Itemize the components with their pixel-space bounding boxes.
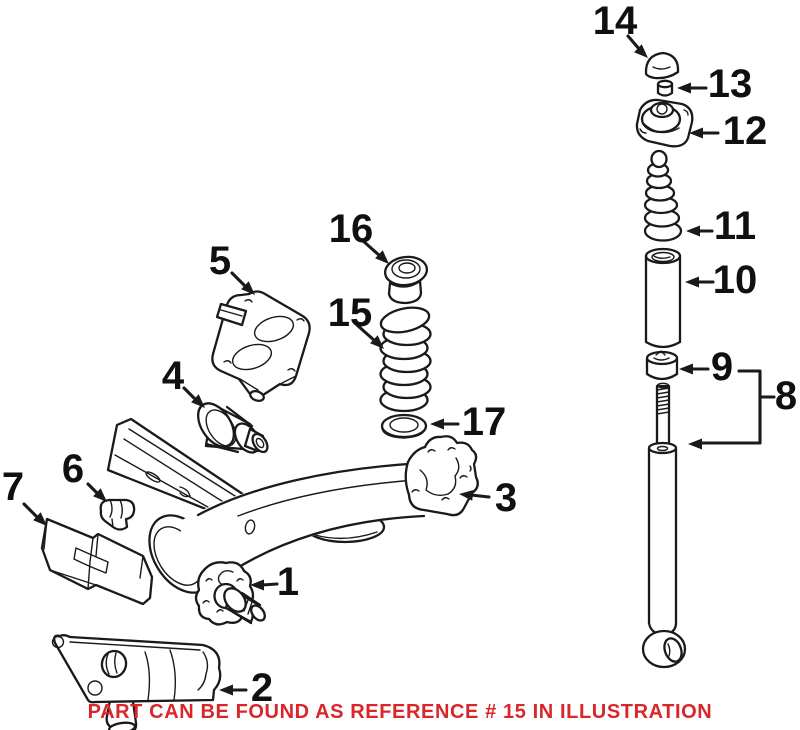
callout-arrow-5 [230, 271, 255, 295]
part-wheel-hub-stub-axle-illustration [194, 561, 266, 626]
callout-arrow-1 [250, 579, 279, 591]
part-shock-bushing-illustration [645, 350, 679, 381]
callout-arrow-2 [219, 684, 248, 696]
callout-label-11: 11 [713, 204, 757, 248]
callout-arrow-15 [355, 323, 384, 349]
callout-label-7: 7 [1, 465, 25, 509]
callout-label-10: 10 [712, 258, 758, 302]
callout-arrow-17 [430, 418, 460, 430]
callout-arrow-13 [677, 82, 708, 94]
callout-arrow-9 [679, 363, 710, 375]
part-dust-sleeve-illustration [644, 247, 682, 349]
callout-arrow-14 [626, 34, 648, 58]
part-retainer-clip-illustration [99, 498, 136, 531]
callout-label-8: 8 [774, 374, 798, 418]
callout-label-6: 6 [61, 447, 85, 491]
callout-label-17: 17 [461, 400, 507, 444]
part-bushing-mount-bracket-illustration [211, 290, 311, 403]
callout-label-3: 3 [494, 476, 518, 520]
callout-arrow-10 [685, 276, 715, 288]
part-trailing-arm-bushing-illustration [196, 402, 269, 454]
part-bump-stop-illustration [643, 149, 683, 242]
part-mount-nut-illustration [656, 79, 674, 97]
callout-arrow-11 [686, 225, 714, 237]
callout-arrow-7 [22, 502, 47, 526]
callout-label-1: 1 [276, 560, 300, 604]
callout-label-5: 5 [208, 239, 232, 283]
callout-label-4: 4 [161, 354, 185, 398]
callout-arrow-3 [459, 490, 491, 501]
part-mounting-block-illustration [40, 517, 154, 606]
part-rear-axle-beam-illustration [106, 417, 479, 594]
part-lower-spring-seat-illustration [380, 413, 428, 439]
part-upper-shock-mount-illustration [635, 98, 694, 148]
callout-label-13: 13 [707, 62, 753, 106]
callout-label-14: 14 [592, 0, 638, 43]
callout-arrow-6 [86, 482, 107, 502]
callout-label-12: 12 [722, 109, 768, 153]
callout-arrow-12 [689, 127, 720, 139]
callout-label-15: 15 [327, 291, 373, 335]
part-upper-spring-seat-illustration [383, 255, 429, 305]
part-splash-shield-illustration [51, 634, 222, 730]
reference-note: PART CAN BE FOUND AS REFERENCE # 15 IN I… [87, 701, 713, 723]
callout-arrow-16 [360, 238, 389, 264]
part-coil-spring-illustration [379, 306, 432, 413]
callout-bracket-8 [688, 369, 776, 450]
part-mount-cap-illustration [644, 51, 680, 80]
callout-arrow-4 [182, 386, 205, 408]
part-shock-absorber-illustration [641, 382, 687, 669]
callout-label-2: 2 [250, 666, 274, 710]
callout-label-9: 9 [710, 345, 734, 389]
callout-label-16: 16 [328, 207, 374, 251]
